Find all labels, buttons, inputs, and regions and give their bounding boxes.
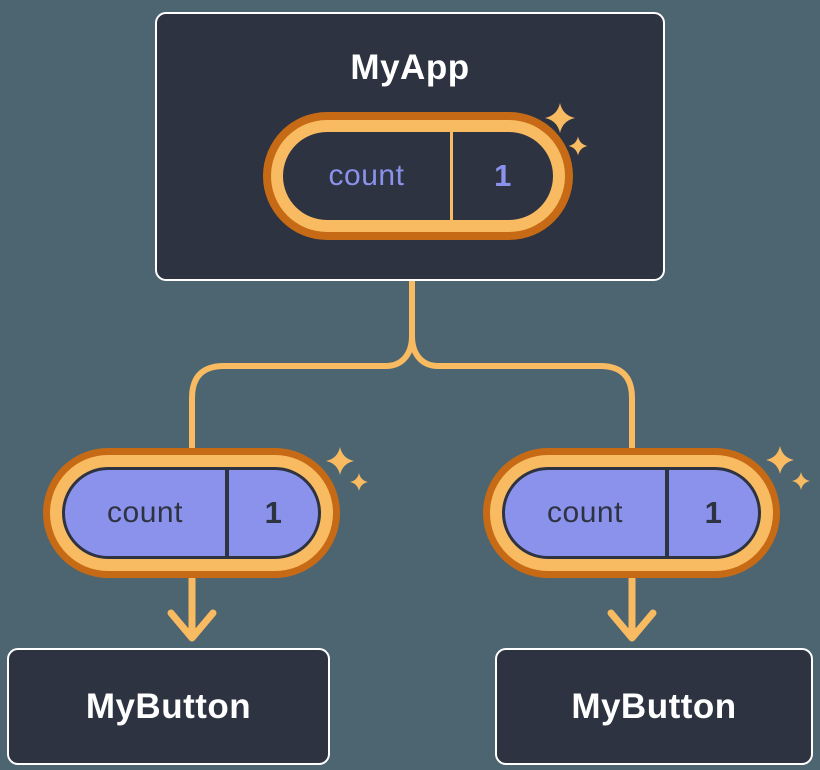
child-left-pill-ring: count 1 bbox=[50, 455, 333, 571]
child-state-pill-right: count 1 bbox=[483, 448, 780, 578]
child-right-pill-divider bbox=[665, 470, 669, 556]
mybutton-left-title: MyButton bbox=[85, 686, 252, 726]
root-pill-divider bbox=[450, 132, 453, 220]
myapp-title: MyApp bbox=[350, 48, 470, 87]
mybutton-card-right: MyButton bbox=[495, 648, 813, 765]
child-right-state-value: 1 bbox=[704, 495, 723, 530]
mybutton-right-title: MyButton bbox=[571, 686, 737, 726]
child-state-pill-left: count 1 bbox=[43, 448, 340, 578]
arrow-right-head-icon bbox=[607, 609, 657, 642]
branch-left-line bbox=[189, 277, 415, 458]
root-state-pill-ring: count 1 bbox=[271, 120, 565, 232]
child-right-pill-ring: count 1 bbox=[490, 455, 773, 571]
mybutton-card-left: MyButton bbox=[7, 648, 330, 765]
root-state-name-label: count bbox=[328, 159, 405, 192]
branch-right-line bbox=[409, 333, 635, 458]
child-left-state-value: 1 bbox=[264, 495, 283, 530]
root-state-value: 1 bbox=[494, 158, 512, 193]
arrow-left-head-icon bbox=[167, 609, 217, 642]
root-state-pill: count 1 bbox=[263, 112, 573, 240]
child-left-state-name-label: count bbox=[107, 496, 183, 529]
child-right-state-name-label: count bbox=[547, 496, 623, 529]
child-left-pill-divider bbox=[225, 470, 229, 556]
